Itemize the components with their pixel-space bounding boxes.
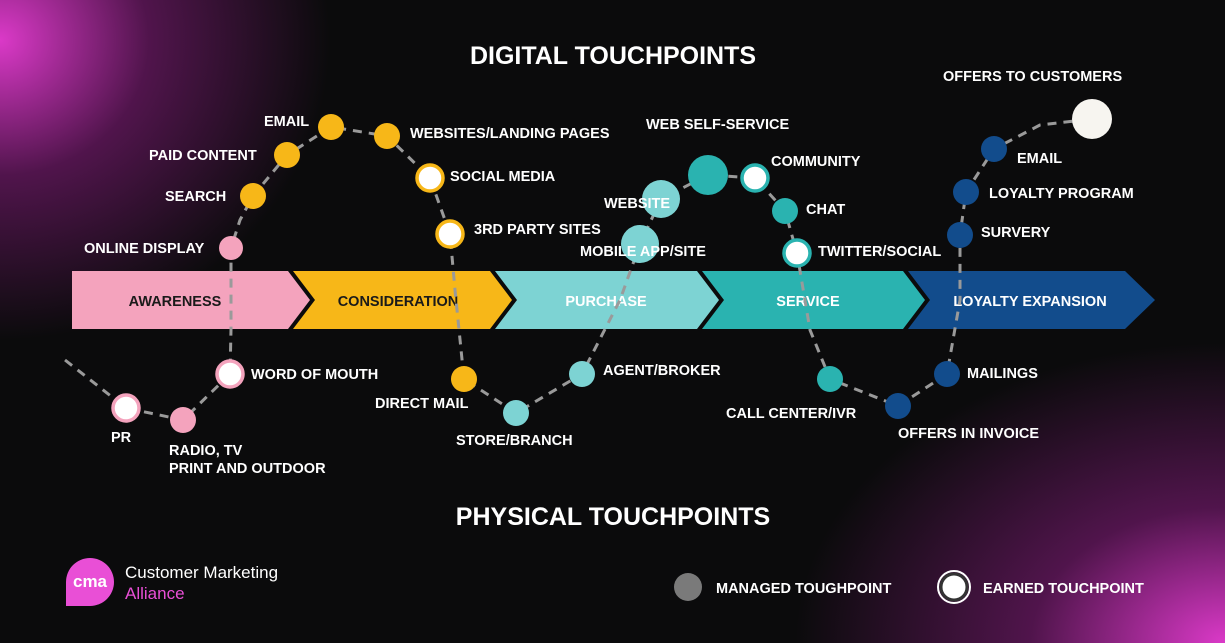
label-email-loyalty: EMAIL — [1017, 151, 1062, 167]
label-offers-to-customers: OFFERS TO CUSTOMERS — [943, 69, 1122, 85]
label-community: COMMUNITY — [771, 154, 861, 170]
node-direct-mail — [451, 366, 477, 392]
node-radio-tv — [170, 407, 196, 433]
label-call-center: CALL CENTER/IVR — [726, 406, 857, 422]
cma-logo: cma Customer Marketing Alliance — [66, 558, 278, 606]
node-paid-content — [274, 142, 300, 168]
node-search — [240, 183, 266, 209]
label-word-of-mouth: WORD OF MOUTH — [251, 367, 378, 383]
node-mobile-app — [621, 225, 659, 263]
node-social-media — [415, 163, 445, 193]
label-twitter-social: TWITTER/SOCIAL — [818, 244, 941, 260]
label-mobile-app: MOBILE APP/SITE — [580, 244, 706, 260]
journey-path — [64, 117, 1093, 422]
label-search: SEARCH — [165, 189, 226, 205]
node-mailings — [934, 361, 960, 387]
node-community — [740, 163, 770, 193]
label-radio-tv: RADIO, TV — [169, 443, 243, 459]
legend-managed-icon — [674, 573, 702, 601]
stage-purchase-arrow — [495, 271, 719, 329]
stage-purchase-label: PURCHASE — [565, 294, 647, 310]
label-social-media: SOCIAL MEDIA — [450, 169, 556, 185]
legend-managed-label: MANAGED TOUGHPOINT — [716, 581, 891, 597]
node-word-of-mouth — [215, 359, 245, 389]
node-email-digital — [318, 114, 344, 140]
node-offers-to-customers — [1072, 99, 1112, 139]
logo-line1: Customer Marketing — [125, 563, 278, 582]
node-loyalty-program — [953, 179, 979, 205]
label-loyalty-program: LOYALTY PROGRAM — [989, 186, 1134, 202]
node-web-self-service — [688, 155, 728, 195]
stage-consideration-arrow — [293, 271, 512, 329]
logo-badge-icon — [66, 558, 114, 606]
label-survery: SURVERY — [981, 225, 1051, 241]
label-store-branch: STORE/BRANCH — [456, 433, 573, 449]
label-website: WEBSITE — [604, 196, 670, 212]
label-pr: PR — [111, 430, 132, 446]
stage-awareness-label: AWARENESS — [129, 294, 222, 310]
node-call-center — [817, 366, 843, 392]
label-online-display: ONLINE DISPLAY — [84, 241, 205, 257]
label-web-self-service: WEB SELF-SERVICE — [646, 117, 789, 133]
label-chat: CHAT — [806, 202, 845, 218]
node-pr — [111, 393, 141, 423]
node-survery — [947, 222, 973, 248]
stage-loyalty-arrow — [908, 271, 1155, 329]
node-twitter-social — [782, 238, 812, 268]
stage-loyalty-label: LOYALTY EXPANSION — [953, 294, 1106, 310]
label-print-outdoor: PRINT AND OUTDOOR — [169, 461, 326, 477]
stage-consideration-label: CONSIDERATION — [338, 294, 459, 310]
label-email-digital: EMAIL — [264, 114, 309, 130]
digital-touchpoints-title: DIGITAL TOUCHPOINTS — [470, 42, 756, 70]
node-chat — [772, 198, 798, 224]
physical-touchpoints-title: PHYSICAL TOUCHPOINTS — [456, 503, 770, 531]
label-agent-broker: AGENT/BROKER — [603, 363, 721, 379]
node-online-display — [219, 236, 243, 260]
label-offers-in-invoice: OFFERS IN INVOICE — [898, 426, 1039, 442]
label-3rd-party-sites: 3RD PARTY SITES — [474, 222, 601, 238]
node-store-branch — [503, 400, 529, 426]
node-website — [642, 180, 680, 218]
node-agent-broker — [569, 361, 595, 387]
legend-earned-icon — [939, 572, 969, 602]
logo-mark: cma — [73, 572, 108, 591]
node-email-loyalty — [981, 136, 1007, 162]
stage-service-label: SERVICE — [776, 294, 840, 310]
stage-service-arrow — [702, 271, 925, 329]
label-direct-mail: DIRECT MAIL — [375, 396, 469, 412]
node-websites — [374, 123, 400, 149]
label-websites: WEBSITES/LANDING PAGES — [410, 126, 610, 142]
stage-awareness-arrow — [72, 271, 310, 329]
label-paid-content: PAID CONTENT — [149, 148, 257, 164]
legend-earned-label: EARNED TOUCHPOINT — [983, 581, 1144, 597]
legend-earned-ring — [937, 570, 971, 604]
logo-line2: Alliance — [125, 584, 185, 603]
node-3rd-party-sites — [435, 219, 465, 249]
label-mailings: MAILINGS — [967, 366, 1038, 382]
node-offers-in-invoice — [885, 393, 911, 419]
